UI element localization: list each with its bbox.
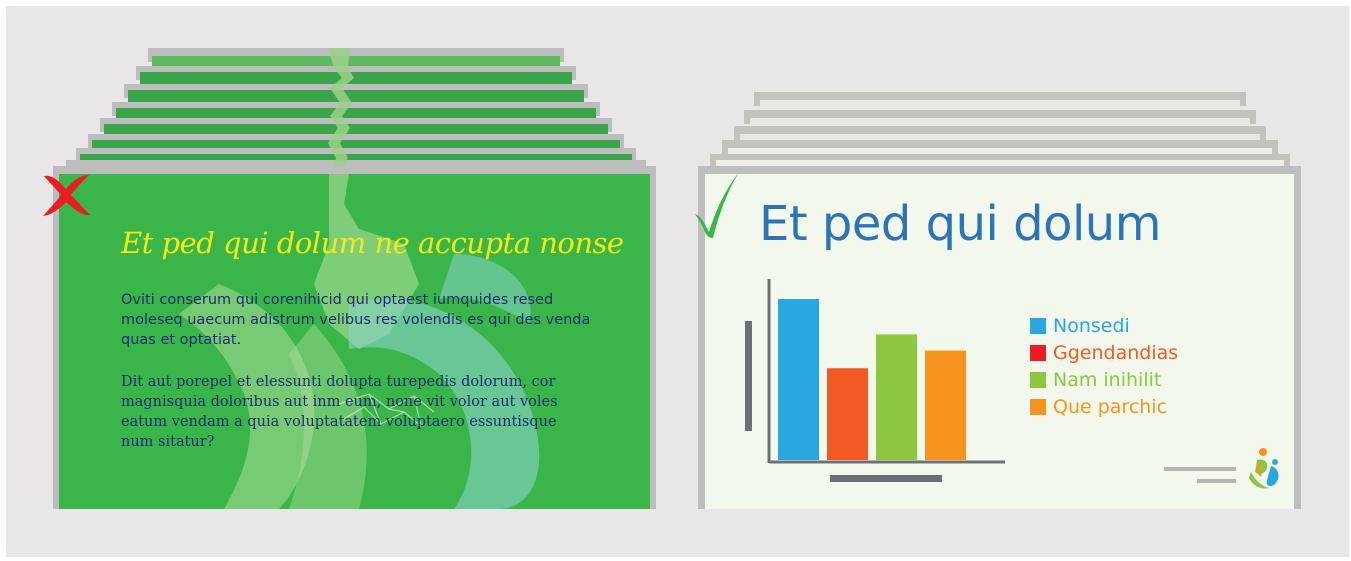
good-slide-title: Et ped qui dolum — [759, 196, 1161, 252]
stacked-slide — [140, 72, 572, 84]
legend-label: Ggendandias — [1053, 342, 1179, 364]
checkmark-icon — [695, 172, 739, 238]
stacked-slide — [128, 90, 584, 102]
legend-item: Nonsedi — [1030, 314, 1130, 338]
legend-item: Nam inihilit — [1030, 368, 1161, 392]
logo-icon — [1249, 448, 1279, 489]
stacked-slide — [152, 56, 560, 68]
decorative-background-figure — [179, 174, 540, 509]
decorative-figure-trunk — [328, 48, 354, 178]
bad-slide-paragraph-serif: Dit aut porepel et elessunti dolupta tur… — [121, 374, 558, 450]
bad-slide-paragraph-sans: Oviti conserum qui corenihicid qui optae… — [121, 292, 591, 348]
stacked-slide — [728, 148, 1272, 158]
legend-label: Que parchic — [1053, 396, 1168, 418]
legend-swatch — [1030, 345, 1046, 361]
legend-item: Ggendandias — [1030, 341, 1178, 365]
legend-label: Nam inihilit — [1053, 369, 1162, 391]
bar-nonsedi — [778, 299, 819, 460]
stacked-slide — [760, 100, 1240, 110]
stacked-slide — [740, 134, 1260, 144]
stacked-slide — [116, 108, 596, 120]
footer-line — [1164, 467, 1236, 471]
stacked-slide — [750, 118, 1250, 128]
good-slide-body: Et ped qui dolum Nonsedi Ggendandias Nam… — [705, 174, 1294, 509]
legend-swatch — [1030, 318, 1046, 334]
footer-line — [1197, 479, 1236, 483]
bar-chart — [745, 279, 1005, 482]
good-slide: Et ped qui dolum Nonsedi Ggendandias Nam… — [698, 166, 1301, 509]
x-axis-label-placeholder — [830, 475, 942, 482]
bad-slide: Et ped qui dolum ne accupta nonse Oviti … — [53, 166, 656, 509]
bar-nam-inihilit — [876, 334, 917, 460]
legend-label: Nonsedi — [1053, 315, 1130, 337]
y-axis-label-placeholder — [745, 321, 752, 431]
bad-slide-title: Et ped qui dolum ne accupta nonse — [121, 226, 624, 260]
legend-swatch — [1030, 372, 1046, 388]
stacked-slide — [104, 124, 608, 136]
bar-que-parchic — [925, 350, 966, 460]
stacked-slide — [66, 160, 646, 170]
cross-icon — [43, 175, 90, 216]
bad-slide-body: Et ped qui dolum ne accupta nonse Oviti … — [59, 174, 650, 509]
legend-item: Que parchic — [1030, 395, 1167, 419]
bar-ggendandias — [827, 368, 868, 460]
legend-swatch — [1030, 399, 1046, 415]
stacked-slide — [716, 160, 1284, 170]
